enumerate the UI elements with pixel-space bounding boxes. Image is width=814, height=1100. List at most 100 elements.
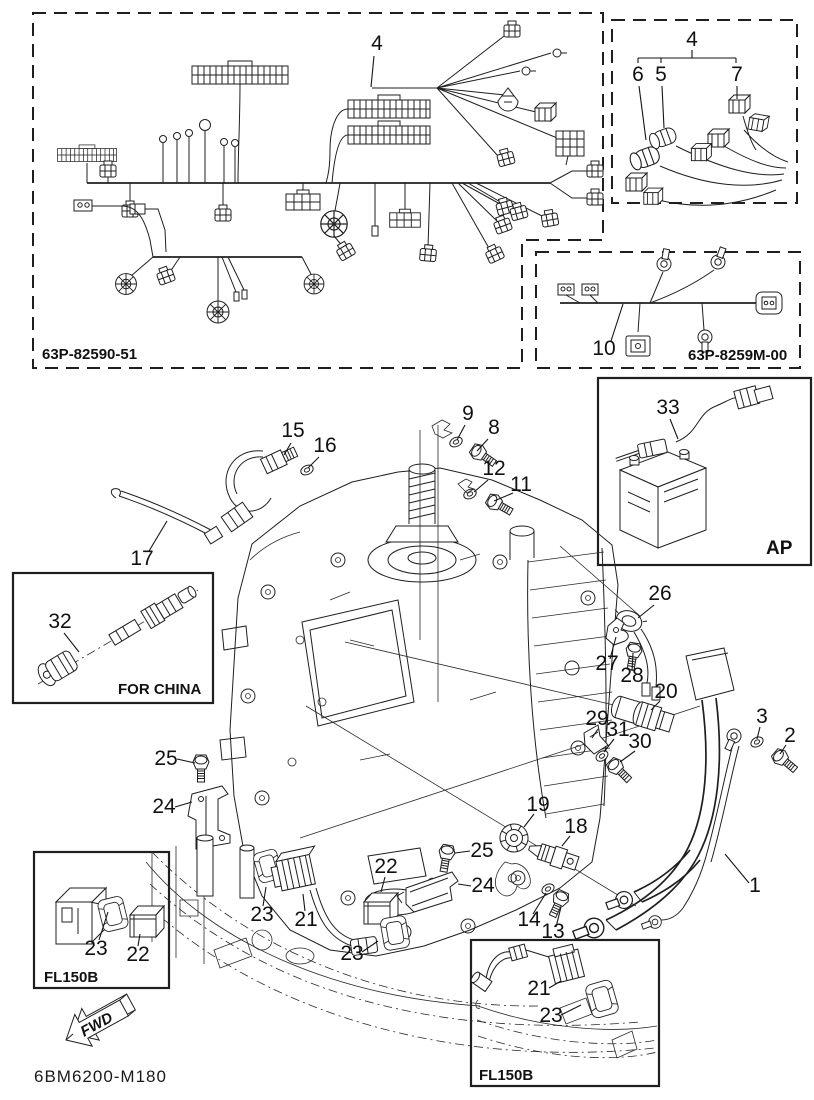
callout-leader-24-34: [457, 883, 472, 887]
callout-leader-2-23: [779, 744, 787, 755]
callout-leader-20-18: [650, 700, 661, 711]
callout-leader-28-17: [631, 652, 634, 672]
callout-25-25: 25: [154, 747, 177, 770]
callout-6-2: 6: [632, 63, 644, 86]
callout-13-38: 13: [541, 920, 564, 943]
harness-detail-box: [611, 19, 798, 204]
callout-19-35: 19: [526, 793, 549, 816]
callout-leader-25-33: [454, 850, 471, 854]
callout-leader-18-36: [561, 835, 571, 847]
callout-33-13: 33: [656, 396, 679, 419]
callout-28-17: 28: [620, 664, 643, 687]
callout-leader-27-16: [609, 636, 617, 660]
callout-leader-8-10: [476, 438, 489, 452]
callout-leader-9-9: [456, 424, 466, 441]
callout-24-26: 24: [152, 795, 176, 818]
fl150b-right-label: FL150B: [479, 1067, 533, 1084]
callout-8-10: 8: [488, 416, 500, 439]
callout-4-1: 4: [686, 28, 698, 51]
callout-leader-25-25: [176, 758, 196, 764]
callout-leader-30-21: [619, 750, 636, 763]
callout-29-19: 29: [585, 707, 608, 730]
fl150b-left-art: [54, 886, 165, 945]
sub-harness-art: [557, 245, 783, 357]
callout-leader-23-29: [262, 886, 267, 907]
callout-22-31: 22: [374, 855, 397, 878]
cowling-art: [145, 846, 656, 1053]
callout-leader-24-26: [174, 801, 193, 808]
callout-leader-13-38: [555, 906, 562, 928]
callout-leader-16-7: [307, 456, 320, 469]
callout-leader-26-15: [637, 604, 655, 619]
fwd-arrow: FWD: [65, 993, 136, 1047]
callout-leader-4-0: [370, 55, 375, 88]
callout-27-16: 27: [595, 652, 618, 675]
callout-22-28: 22: [126, 943, 149, 966]
callout-leader-33-13: [669, 418, 679, 440]
fasteners-art: [110, 419, 675, 921]
main-harness-code: 63P-82590-51: [42, 346, 137, 363]
callout-1-24: 1: [749, 874, 761, 897]
callout-9-9: 9: [462, 402, 474, 425]
fl150b-right-art: [470, 943, 658, 1059]
china-option-art: [37, 585, 199, 687]
callout-leader-15-6: [283, 442, 292, 456]
main-harness-art: [57, 20, 604, 324]
callout-10-5: 10: [592, 337, 615, 360]
callout-24-34: 24: [471, 874, 495, 897]
callout-23-29: 23: [250, 903, 273, 926]
callout-31-20: 31: [606, 718, 629, 741]
callout-21-30: 21: [294, 908, 317, 931]
callout-23-40: 23: [539, 1004, 562, 1027]
fl150b-right-box: [469, 938, 661, 1088]
callout-7-4: 7: [731, 63, 743, 86]
sub-harness-code: 63P-8259M-00: [688, 347, 787, 364]
callout-15-6: 15: [281, 419, 304, 442]
harness-detail-art: [625, 50, 789, 206]
callout-23-32: 23: [340, 942, 363, 965]
battery-option-box: [596, 376, 813, 567]
callout-20-18: 20: [654, 680, 677, 703]
battery-option-art: [615, 385, 774, 549]
callout-14-37: 14: [517, 908, 541, 931]
callout-leader-23-40: [560, 1004, 582, 1016]
callout-26-15: 26: [648, 582, 671, 605]
callout-25-33: 25: [470, 839, 493, 862]
callout-leader-23-27: [98, 911, 109, 941]
callout-leader-3-22: [756, 726, 761, 740]
callout-leader-10-5: [610, 303, 624, 342]
fl150b-left-box: [32, 850, 171, 990]
callout-leader-32-14: [63, 632, 80, 653]
callout-leader-12-11: [473, 479, 489, 493]
apron-parts-art: [187, 754, 459, 956]
callout-21-39: 21: [527, 977, 550, 1000]
drawing-code: 6BM6200-M180: [34, 1067, 167, 1086]
callout-5-3: 5: [655, 63, 667, 86]
callout-4-0: 4: [371, 32, 383, 55]
callout-leader-19-35: [523, 813, 535, 828]
callout-16-7: 16: [313, 434, 336, 457]
callout-18-36: 18: [564, 815, 587, 838]
callout-leader-22-31: [380, 876, 386, 893]
callout-12-11: 12: [482, 457, 505, 480]
callout-17-8: 17: [130, 547, 153, 570]
callout-leader-29-19: [591, 728, 599, 739]
callout-leader-14-37: [532, 892, 547, 915]
callout-leader-11-12: [493, 492, 514, 502]
callout-3-22: 3: [756, 705, 768, 728]
callout-30-21: 30: [628, 730, 651, 753]
callout-11-12: 11: [510, 473, 532, 496]
callout-leader-22-28: [137, 933, 141, 947]
china-option-box: [11, 571, 215, 705]
callout-leader-6-2: [638, 85, 647, 141]
main-harness-box: [32, 12, 604, 369]
china-option-label: FOR CHINA: [118, 681, 201, 698]
engine-art: [219, 425, 701, 957]
callout-2-23: 2: [784, 724, 796, 747]
callout-leader-21-39: [548, 980, 562, 989]
callout-23-27: 23: [84, 937, 107, 960]
callout-32-14: 32: [48, 610, 71, 633]
callout-leader-21-30: [302, 893, 306, 912]
